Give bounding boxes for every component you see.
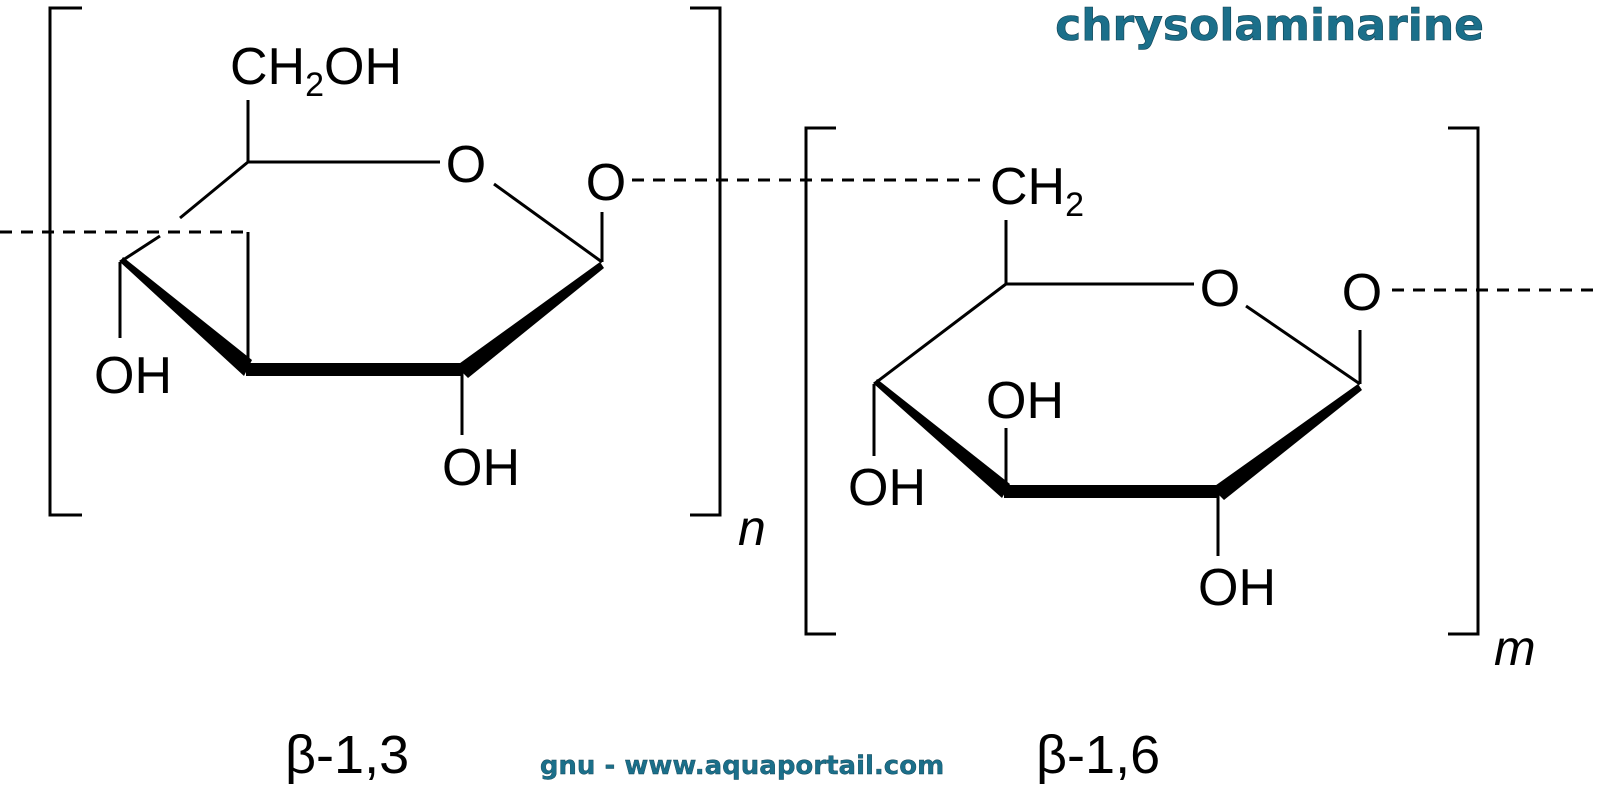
left-oh-c2-label: OH xyxy=(442,439,520,497)
right-c2-c1-wedge xyxy=(1212,384,1362,500)
left-linkage-label: β-1,3 xyxy=(285,725,409,785)
right-ringo-c1-bond xyxy=(1245,304,1361,386)
right-repeat-index: m xyxy=(1494,620,1536,676)
left-oh-c4-label: OH xyxy=(94,347,172,405)
left-c2-c1-wedge xyxy=(456,262,604,378)
right-repeat-unit: CH2 O O OH OH OH m xyxy=(804,126,1600,676)
left-glycosidic-oxygen-label: O xyxy=(586,154,626,212)
right-glycosidic-oxygen-label: O xyxy=(1342,264,1382,322)
left-ring-oxygen-label: O xyxy=(446,136,486,194)
left-ringo-c1-bond xyxy=(493,182,603,264)
right-c5-c4-bond xyxy=(873,282,1007,386)
right-ch2-label: CH2 xyxy=(990,158,1084,224)
left-unit-close-bracket xyxy=(690,6,722,517)
right-unit-open-bracket xyxy=(804,126,836,636)
diagram-title: chrysolaminarine xyxy=(1055,0,1484,51)
right-oh-c4-label: OH xyxy=(848,459,926,517)
right-ring-oxygen-label: O xyxy=(1200,260,1240,318)
right-c4-c3-wedge xyxy=(874,379,1010,498)
right-linkage-label: β-1,6 xyxy=(1036,725,1160,785)
right-oh-c2-label: OH xyxy=(1198,559,1276,617)
left-c4-c3-wedge xyxy=(120,257,252,376)
right-unit-close-bracket xyxy=(1448,126,1480,636)
left-unit-open-bracket xyxy=(48,6,82,517)
left-c4-c5-lower-bond xyxy=(119,234,161,264)
left-c3-c2-wedge xyxy=(246,363,462,376)
left-repeat-index: n xyxy=(738,500,766,556)
right-oh-c3-label: OH xyxy=(986,372,1064,430)
left-ch2oh-label: CH2OH xyxy=(230,38,402,104)
left-repeat-unit: CH2OH O O OH OH n xyxy=(0,6,766,556)
left-c5-c4-upper-bond xyxy=(179,160,249,220)
source-credit: gnu - www.aquaportail.com xyxy=(540,751,944,781)
right-c3-c2-wedge xyxy=(1004,485,1218,498)
